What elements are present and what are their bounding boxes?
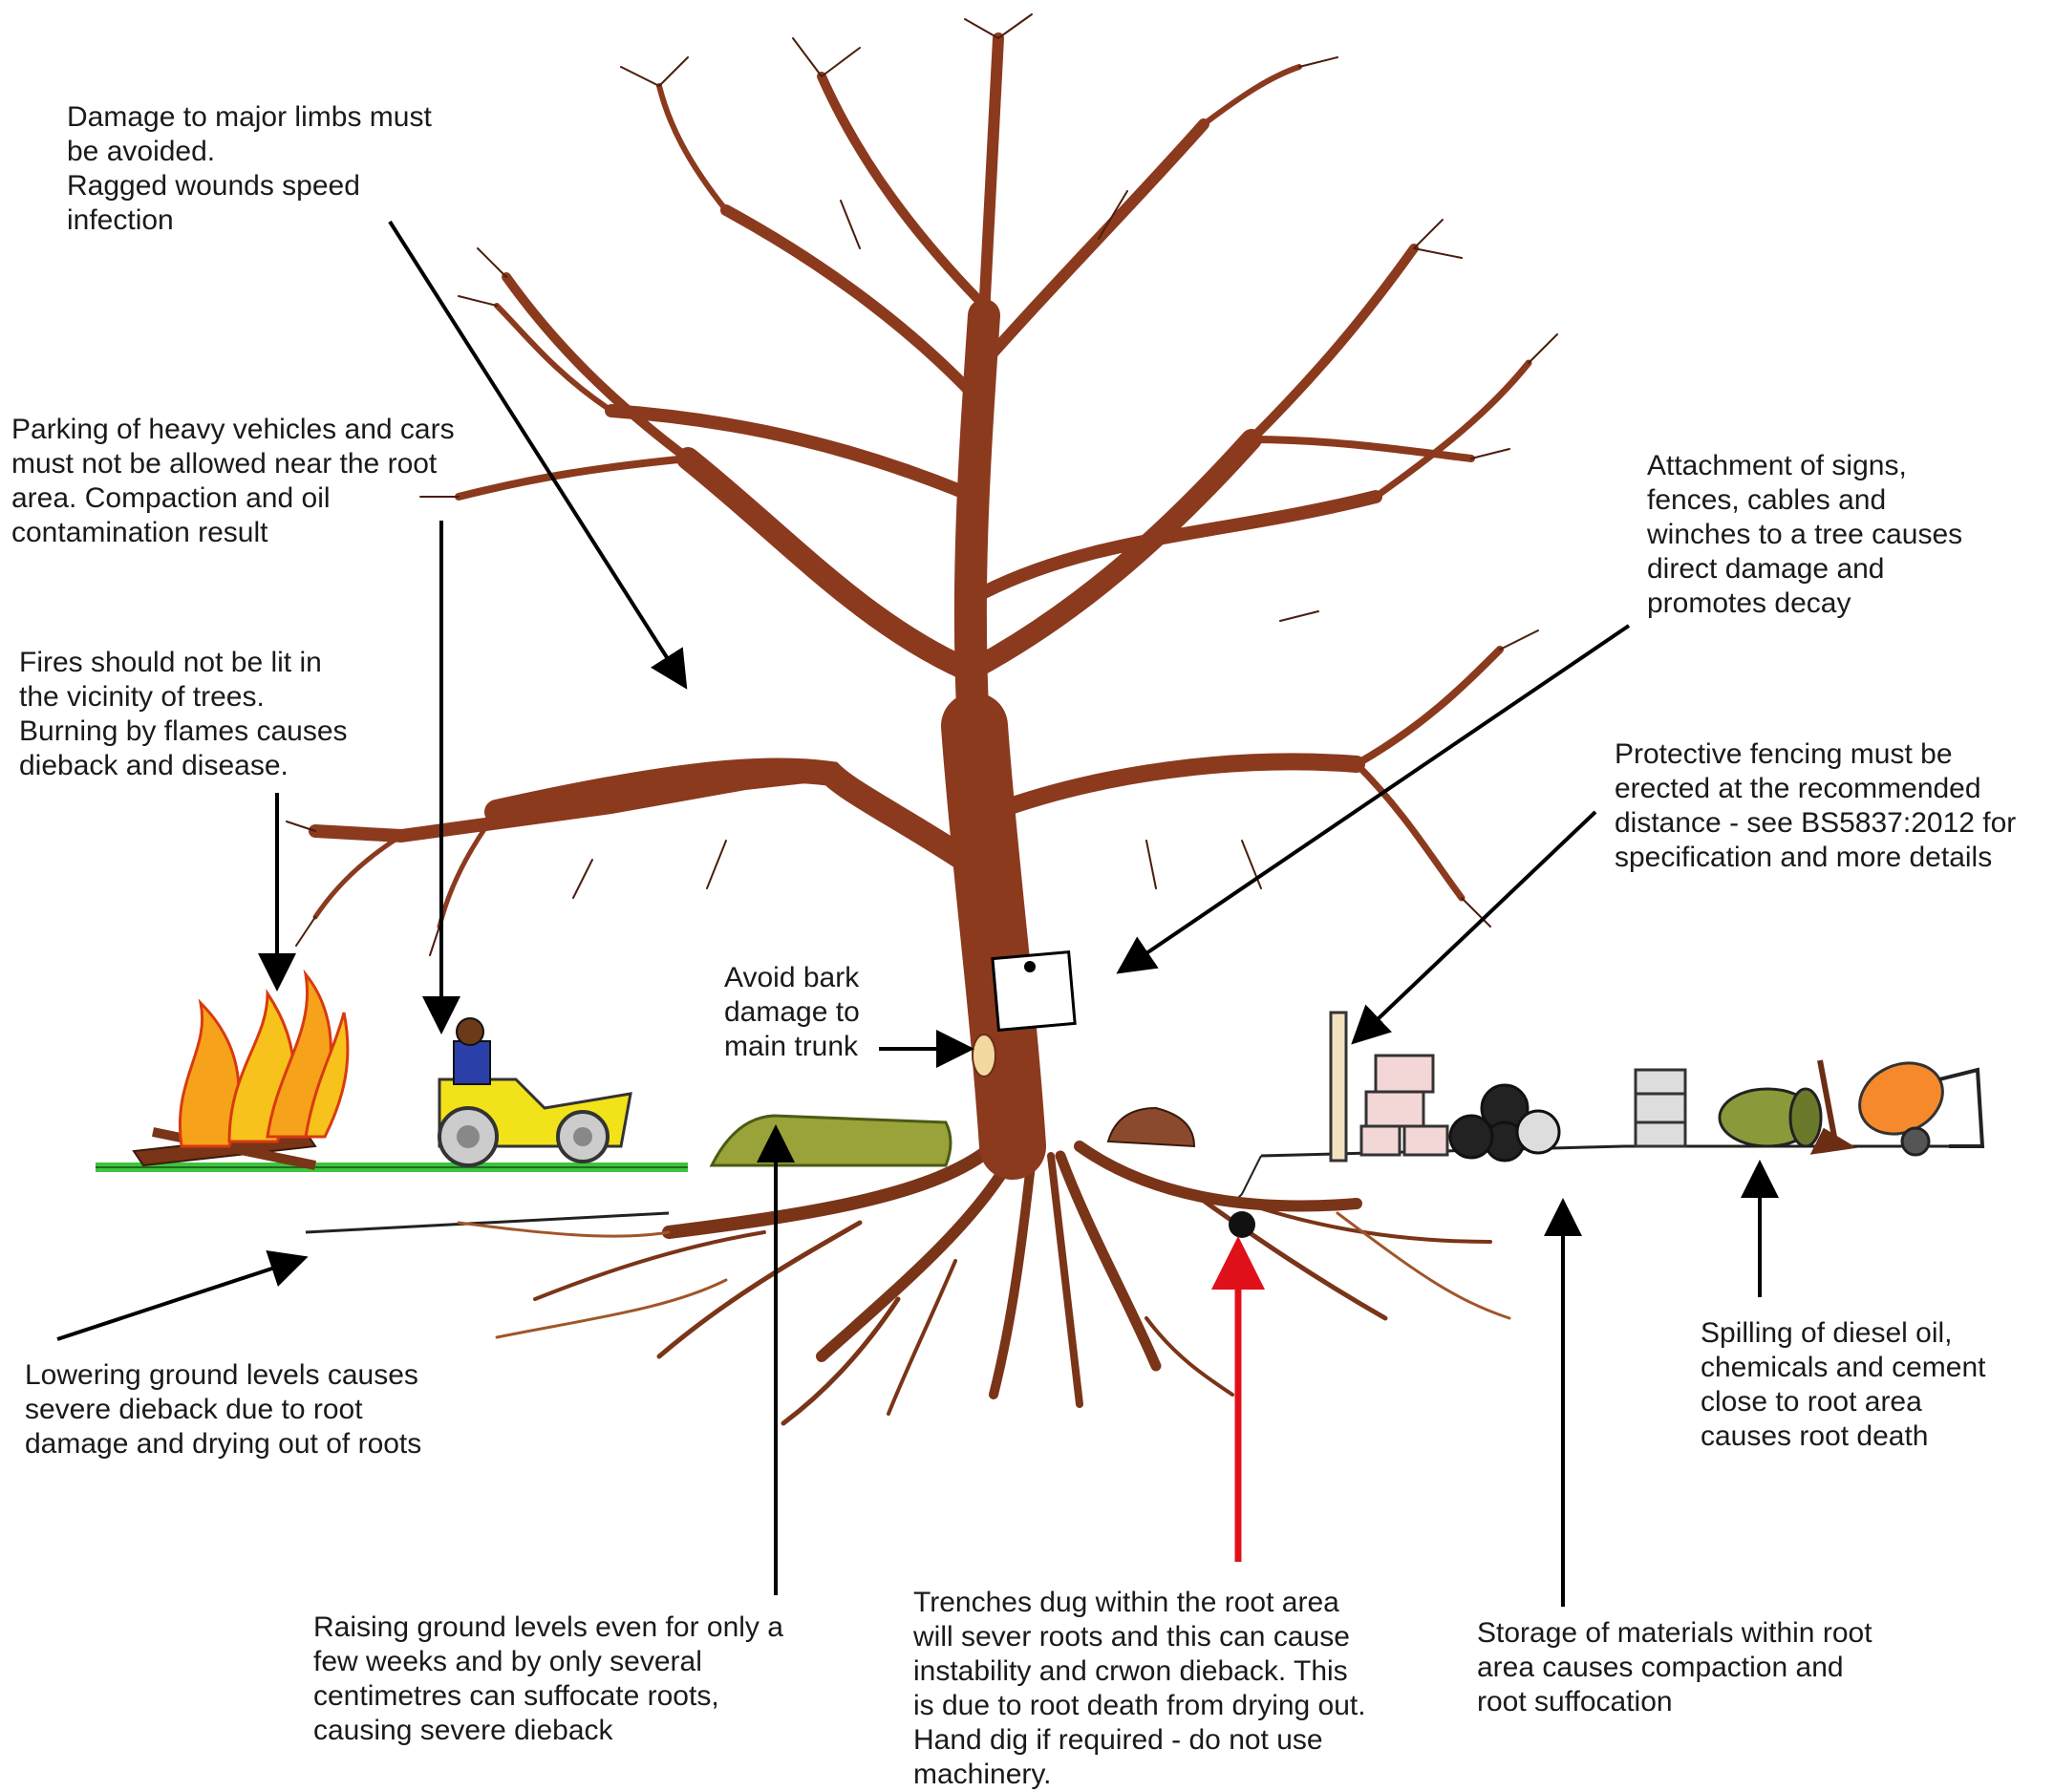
annotation-trenches: Trenches dug within the root area will s…	[913, 1587, 1366, 1790]
root-system	[457, 1140, 1511, 1426]
tree-crown	[309, 32, 1532, 1180]
annotation-fencing: Protective fencing must be erected at th…	[1615, 738, 2017, 873]
annotation-lowering: Lowering ground levels causes severe die…	[25, 1359, 422, 1460]
annotation-bark: Avoid bark damage to main trunk	[724, 962, 860, 1062]
soil-mound	[709, 1114, 952, 1167]
shovel	[1809, 1059, 1857, 1155]
tractor	[438, 1017, 632, 1167]
annotation-fires: Fires should not be lit in the vicinity …	[19, 647, 348, 781]
tree-sign	[991, 950, 1077, 1032]
debris-heap	[1106, 1106, 1196, 1148]
campfire	[132, 969, 350, 1170]
bark-wound	[972, 1034, 996, 1077]
fence-post	[1329, 1011, 1348, 1163]
pipe-rolls	[1448, 1083, 1561, 1163]
annotation-spilling: Spilling of diesel oil, chemicals and ce…	[1701, 1317, 1986, 1452]
annotation-storage: Storage of materials within root area ca…	[1477, 1617, 1872, 1717]
annotation-parking: Parking of heavy vehicles and cars must …	[11, 414, 455, 548]
annotation-attachment: Attachment of signs, fences, cables and …	[1647, 450, 1963, 619]
trench-hole	[1229, 1211, 1255, 1238]
barrel	[1634, 1068, 1687, 1148]
oil-drum	[1718, 1087, 1823, 1148]
pointer-arrows	[56, 220, 1779, 1607]
stacked-materials	[1359, 1054, 1449, 1157]
annotation-raising: Raising ground levels even for only a fe…	[313, 1611, 783, 1746]
cement-mixer	[1858, 1061, 1985, 1157]
twigs	[286, 13, 1558, 956]
annotation-limbs: Damage to major limbs must be avoided. R…	[67, 101, 432, 236]
